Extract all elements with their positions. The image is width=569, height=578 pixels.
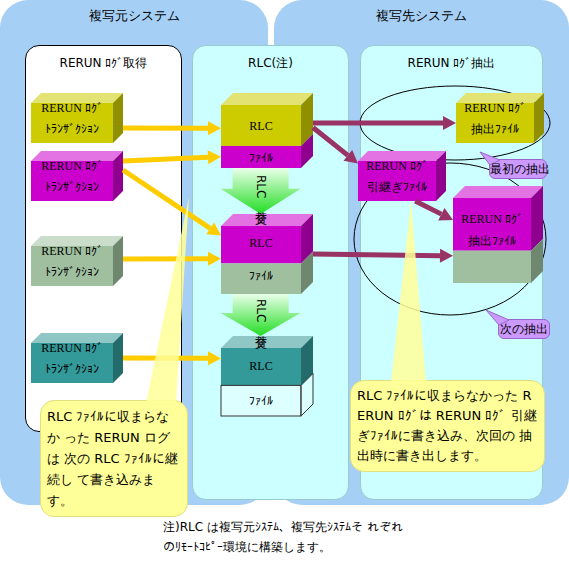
file-box: RERUN ﾛｸﾞ 抽出ﾌｧｲﾙ [456, 93, 544, 143]
box-top-face [221, 93, 313, 105]
file-box: RERUN ﾛｸﾞ 抽出ﾌｧｲﾙ [453, 186, 543, 283]
box-top-face [221, 214, 313, 226]
box-side-face [531, 239, 543, 283]
box-text: RLC [221, 358, 301, 374]
group-title: RERUN ﾛｸﾞ抽出 [361, 55, 542, 71]
note-pointer [351, 381, 352, 382]
file-box: RERUN ﾛｸﾞ 引継ぎﾌｧｲﾙ [358, 151, 446, 201]
box-front-face [221, 263, 301, 294]
box-text: ﾄﾗﾝｻﾞｸｼｮﾝ [31, 179, 113, 195]
note-text: RLC ﾌｧｲﾙに収まらなかった RERUN ﾛｸﾞは RERUN ﾛｸﾞ 引継… [357, 386, 538, 466]
edge-label: RLC 交替 [253, 299, 268, 331]
panel-title: 複写先システム [274, 7, 569, 24]
box-side-face [534, 93, 544, 143]
file-box: RERUN ﾛｸﾞ ﾄﾗﾝｻﾞｸｼｮﾝ [31, 93, 123, 143]
group-title: RERUN ﾛｸﾞ取得 [26, 55, 181, 71]
box-front-face [221, 105, 301, 146]
box-text: RERUN ﾛｸﾞ [456, 100, 534, 116]
callout-note: RLC ﾌｧｲﾙに収まらなか った RERUN ログは 次の RLC ﾌｧｲﾙに… [40, 400, 188, 517]
tag-text: 最初の抽出 [490, 160, 546, 178]
box-side-face [113, 333, 123, 383]
note-pointer-shape [146, 197, 189, 403]
tag-label: 次の抽出 [498, 319, 550, 339]
tag-label: 最初の抽出 [489, 159, 547, 179]
box-text: RERUN ﾛｸﾞ [358, 158, 436, 174]
box-text: ﾄﾗﾝｻﾞｸｼｮﾝ [31, 121, 113, 137]
tag-pointer [490, 160, 491, 161]
file-box: RLC ﾌｧｲﾙ [221, 93, 313, 168]
box-text: 抽出ﾌｧｲﾙ [456, 121, 534, 137]
group-title: RLC(注) [193, 55, 348, 71]
box-text: ﾌｧｲﾙ [221, 268, 301, 284]
box-side-face [301, 373, 313, 416]
panel-title: 複写元システム [0, 7, 268, 24]
box-text: RLC [221, 118, 301, 134]
box-text: RERUN ﾛｸﾞ [31, 340, 113, 356]
note-pointer [41, 401, 42, 402]
box-text: ﾌｧｲﾙ [221, 393, 301, 409]
box-text: ﾄﾗﾝｻﾞｸｼｮﾝ [31, 361, 113, 377]
file-box: RERUN ﾛｸﾞ ﾄﾗﾝｻﾞｸｼｮﾝ [31, 333, 123, 383]
box-front-face [453, 198, 531, 251]
box-front-face [453, 251, 531, 283]
box-side-face [301, 251, 313, 294]
box-side-face [436, 151, 446, 201]
box-side-face [113, 93, 123, 143]
box-text: ﾌｧｲﾙ [221, 150, 301, 166]
box-side-face [113, 151, 123, 201]
box-front-face [221, 348, 301, 385]
box-text: 抽出ﾌｧｲﾙ [453, 233, 531, 249]
box-front-face [221, 146, 301, 168]
box-top-face [221, 336, 313, 348]
box-text: RERUN ﾛｸﾞ [31, 100, 113, 116]
box-text: RERUN ﾛｸﾞ [453, 211, 531, 227]
box-text: 引継ぎﾌｧｲﾙ [358, 179, 436, 195]
file-box: RERUN ﾛｸﾞ ﾄﾗﾝｻﾞｸｼｮﾝ [31, 236, 123, 286]
caption-text: 注)RLC は複写元ｼｽﾃﾑ、複写先ｼｽﾃﾑそ れぞれのﾘﾓｰﾄｺﾋﾟｰ環境に構… [163, 517, 408, 557]
callout-note: RLC ﾌｧｲﾙに収まらなかった RERUN ﾛｸﾞは RERUN ﾛｸﾞ 引継… [350, 380, 545, 472]
box-top-face [453, 186, 543, 198]
file-box: RLC ﾌｧｲﾙ [221, 336, 313, 416]
box-front-face [221, 385, 301, 416]
box-text: RERUN ﾛｸﾞ [31, 243, 113, 259]
file-box: RERUN ﾛｸﾞ ﾄﾗﾝｻﾞｸｼｮﾝ [31, 151, 123, 201]
edge-label: RLC 交替 [253, 175, 268, 207]
box-text: RLC [221, 235, 301, 251]
note-pointer-shape [391, 201, 426, 383]
box-text: RERUN ﾛｸﾞ [31, 158, 113, 174]
box-front-face [221, 226, 301, 263]
note-text: RLC ﾌｧｲﾙに収まらなか った RERUN ログは 次の RLC ﾌｧｲﾙに… [47, 406, 181, 511]
box-side-face [113, 236, 123, 286]
tag-text: 次の抽出 [499, 320, 549, 338]
file-box: RLC ﾌｧｲﾙ [221, 214, 313, 294]
box-side-face [301, 134, 313, 168]
group-box: RLC(注) RLC ﾌｧｲﾙ RLC ﾌｧｲﾙ RLC ﾌｧｲﾙ [192, 45, 349, 500]
tag-pointer [499, 320, 500, 321]
box-text: ﾄﾗﾝｻﾞｸｼｮﾝ [31, 264, 113, 280]
